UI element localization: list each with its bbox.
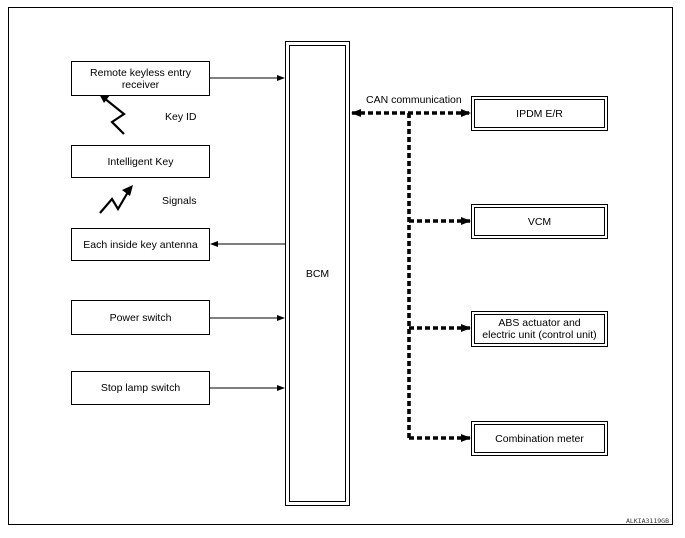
vcm-box: VCM [471, 204, 608, 239]
signals-label: Signals [162, 195, 197, 207]
can-bus [351, 109, 471, 442]
power-switch-label: Power switch [109, 311, 172, 324]
key-id-wireless-icon [98, 92, 126, 135]
intelligent-key-label: Intelligent Key [107, 155, 174, 168]
inside-key-antenna-label: Each inside key antenna [83, 238, 198, 251]
signals-wireless-icon [99, 185, 133, 214]
remote-keyless-entry-receiver-label: Remote keyless entry receiver [90, 66, 191, 91]
key-id-label: Key ID [165, 111, 197, 123]
vcm-label: VCM [527, 215, 552, 228]
combination-meter-label: Combination meter [495, 432, 584, 445]
inside-key-antenna-box: Each inside key antenna [71, 228, 210, 261]
abs-actuator-label: ABS actuator and electric unit (control … [482, 317, 597, 341]
intelligent-key-box: Intelligent Key [71, 145, 210, 178]
remote-keyless-entry-receiver-box: Remote keyless entry receiver [71, 61, 210, 96]
figure-code: ALKIA3119GB [625, 517, 669, 525]
ipdm-er-box: IPDM E/R [471, 96, 608, 131]
stop-lamp-switch-label: Stop lamp switch [100, 382, 181, 394]
combination-meter-box: Combination meter [471, 421, 608, 456]
ipdm-er-label: IPDM E/R [516, 107, 563, 120]
abs-actuator-box: ABS actuator and electric unit (control … [471, 311, 608, 347]
diagram-frame [8, 7, 673, 525]
bcm-label: BCM [305, 268, 330, 280]
can-communication-label: CAN communication [366, 94, 462, 106]
bcm-box: BCM [285, 41, 350, 506]
stop-lamp-switch-box: Stop lamp switch [71, 371, 210, 405]
power-switch-box: Power switch [71, 300, 210, 335]
